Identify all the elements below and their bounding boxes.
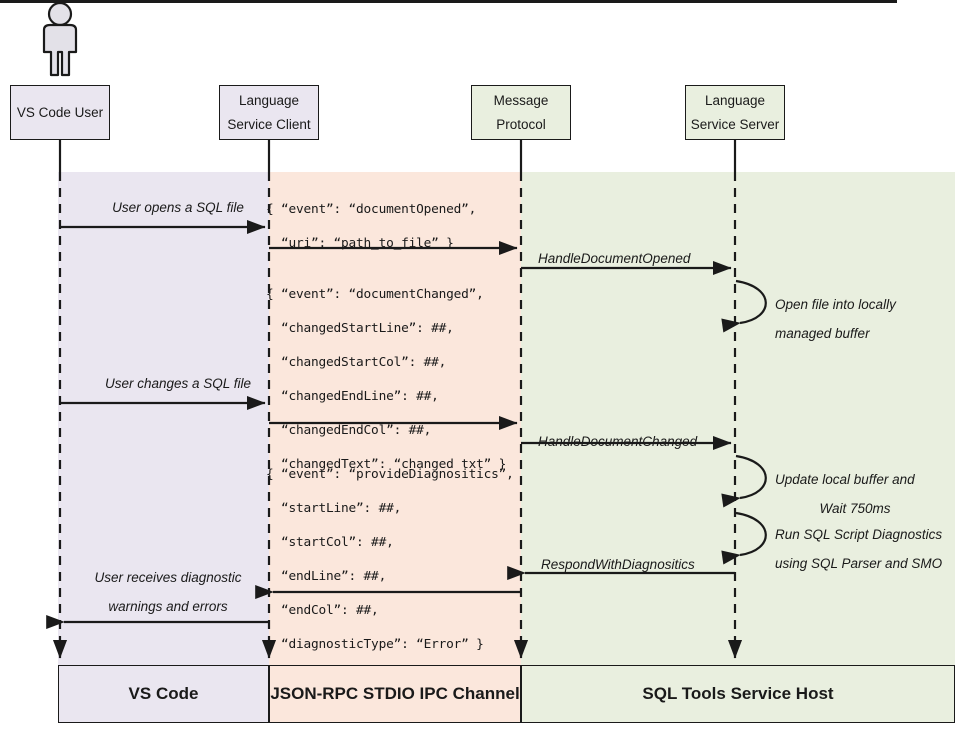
- payload-document-changed: { “event”: “documentChanged”, “changedSt…: [266, 278, 506, 482]
- lifeline-head-client[interactable]: Language Service Client: [219, 85, 319, 140]
- legend-vs-code-label: VS Code: [128, 684, 199, 703]
- payload-provide-diagnostics-line-3: “endLine”: ##,: [266, 569, 387, 584]
- band-ipc-channel: [269, 172, 521, 665]
- band-vscode: [58, 172, 269, 665]
- note-run-diagnostics-line2: using SQL Parser and SMO: [775, 556, 943, 571]
- selfloop-run-diagnostics: [721, 511, 767, 565]
- payload-document-opened-line-1: “uri”: “path_to_file” }: [266, 236, 454, 251]
- payload-provide-diagnostics: { “event”: “provideDiagnositics”, “start…: [266, 458, 514, 662]
- legend-ipc-channel[interactable]: JSON-RPC STDIO IPC Channel: [269, 665, 521, 723]
- label-handle-document-changed: HandleDocumentChanged: [538, 434, 698, 449]
- label-user-opens-sql-file: User opens a SQL file: [112, 200, 244, 215]
- label-respond-with-diagnostics: RespondWithDiagnositics: [541, 557, 695, 572]
- lifeline-head-server-line1: Language: [704, 92, 766, 108]
- lifeline-head-client-line2: Service Client: [227, 117, 311, 132]
- payload-document-opened: { “event”: “documentOpened”, “uri”: “pat…: [266, 193, 476, 261]
- lifeline-head-client-line1: Language: [238, 92, 300, 108]
- payload-document-changed-line-3: “changedEndLine”: ##,: [266, 389, 439, 404]
- selfloop-open-file: [721, 279, 767, 333]
- note-open-file-line1: Open file into locally: [775, 297, 896, 312]
- lifeline-head-protocol-line2: Protocol: [496, 117, 546, 132]
- note-update-buffer-line2: Wait 750ms: [819, 501, 891, 516]
- note-update-buffer-line1: Update local buffer and: [775, 472, 915, 487]
- band-top-rule: [0, 0, 897, 3]
- payload-provide-diagnostics-line-0: { “event”: “provideDiagnositics”,: [266, 467, 514, 482]
- note-open-file-line2: managed buffer: [775, 326, 870, 341]
- payload-document-changed-line-0: { “event”: “documentChanged”,: [266, 287, 484, 302]
- payload-provide-diagnostics-line-1: “startLine”: ##,: [266, 501, 402, 516]
- label-user-receives-diagnostics-line2: warnings and errors: [108, 599, 228, 614]
- legend-vs-code[interactable]: VS Code: [58, 665, 269, 723]
- legend-ipc-channel-label: JSON-RPC STDIO IPC Channel: [270, 684, 520, 703]
- lifeline-head-protocol[interactable]: Message Protocol: [471, 85, 571, 140]
- legend-service-host-label: SQL Tools Service Host: [642, 684, 834, 703]
- payload-document-changed-line-1: “changedStartLine”: ##,: [266, 321, 454, 336]
- lifeline-head-server[interactable]: Language Service Server: [685, 85, 785, 140]
- vs-code-user-figure: [42, 1, 78, 77]
- payload-document-changed-line-2: “changedStartCol”: ##,: [266, 355, 447, 370]
- label-handle-document-opened: HandleDocumentOpened: [538, 251, 691, 266]
- lifeline-head-user-line1: VS Code User: [16, 104, 104, 120]
- payload-document-changed-line-4: “changedEndCol”: ##,: [266, 423, 432, 438]
- legend-divider-right: [520, 665, 522, 723]
- legend-divider-left: [268, 665, 270, 723]
- band-service-host: [521, 172, 955, 665]
- lifeline-head-user[interactable]: VS Code User: [10, 85, 110, 140]
- payload-provide-diagnostics-line-2: “startCol”: ##,: [266, 535, 394, 550]
- payload-provide-diagnostics-line-4: “endCol”: ##,: [266, 603, 379, 618]
- lifeline-head-protocol-line1: Message: [493, 92, 549, 108]
- selfloop-update-buffer: [721, 454, 767, 508]
- legend-service-host[interactable]: SQL Tools Service Host: [521, 665, 955, 723]
- note-run-diagnostics-line1: Run SQL Script Diagnostics: [775, 527, 943, 542]
- payload-document-changed-line-5: “changedText”: “changed txt” }: [266, 457, 507, 472]
- lifeline-head-server-line2: Service Server: [690, 117, 780, 132]
- payload-provide-diagnostics-line-5: “diagnosticType”: “Error” }: [266, 637, 484, 652]
- label-user-receives-diagnostics-line1: User receives diagnostic: [94, 570, 242, 585]
- payload-document-opened-line-0: { “event”: “documentOpened”,: [266, 202, 477, 217]
- label-user-changes-sql-file: User changes a SQL file: [104, 376, 252, 391]
